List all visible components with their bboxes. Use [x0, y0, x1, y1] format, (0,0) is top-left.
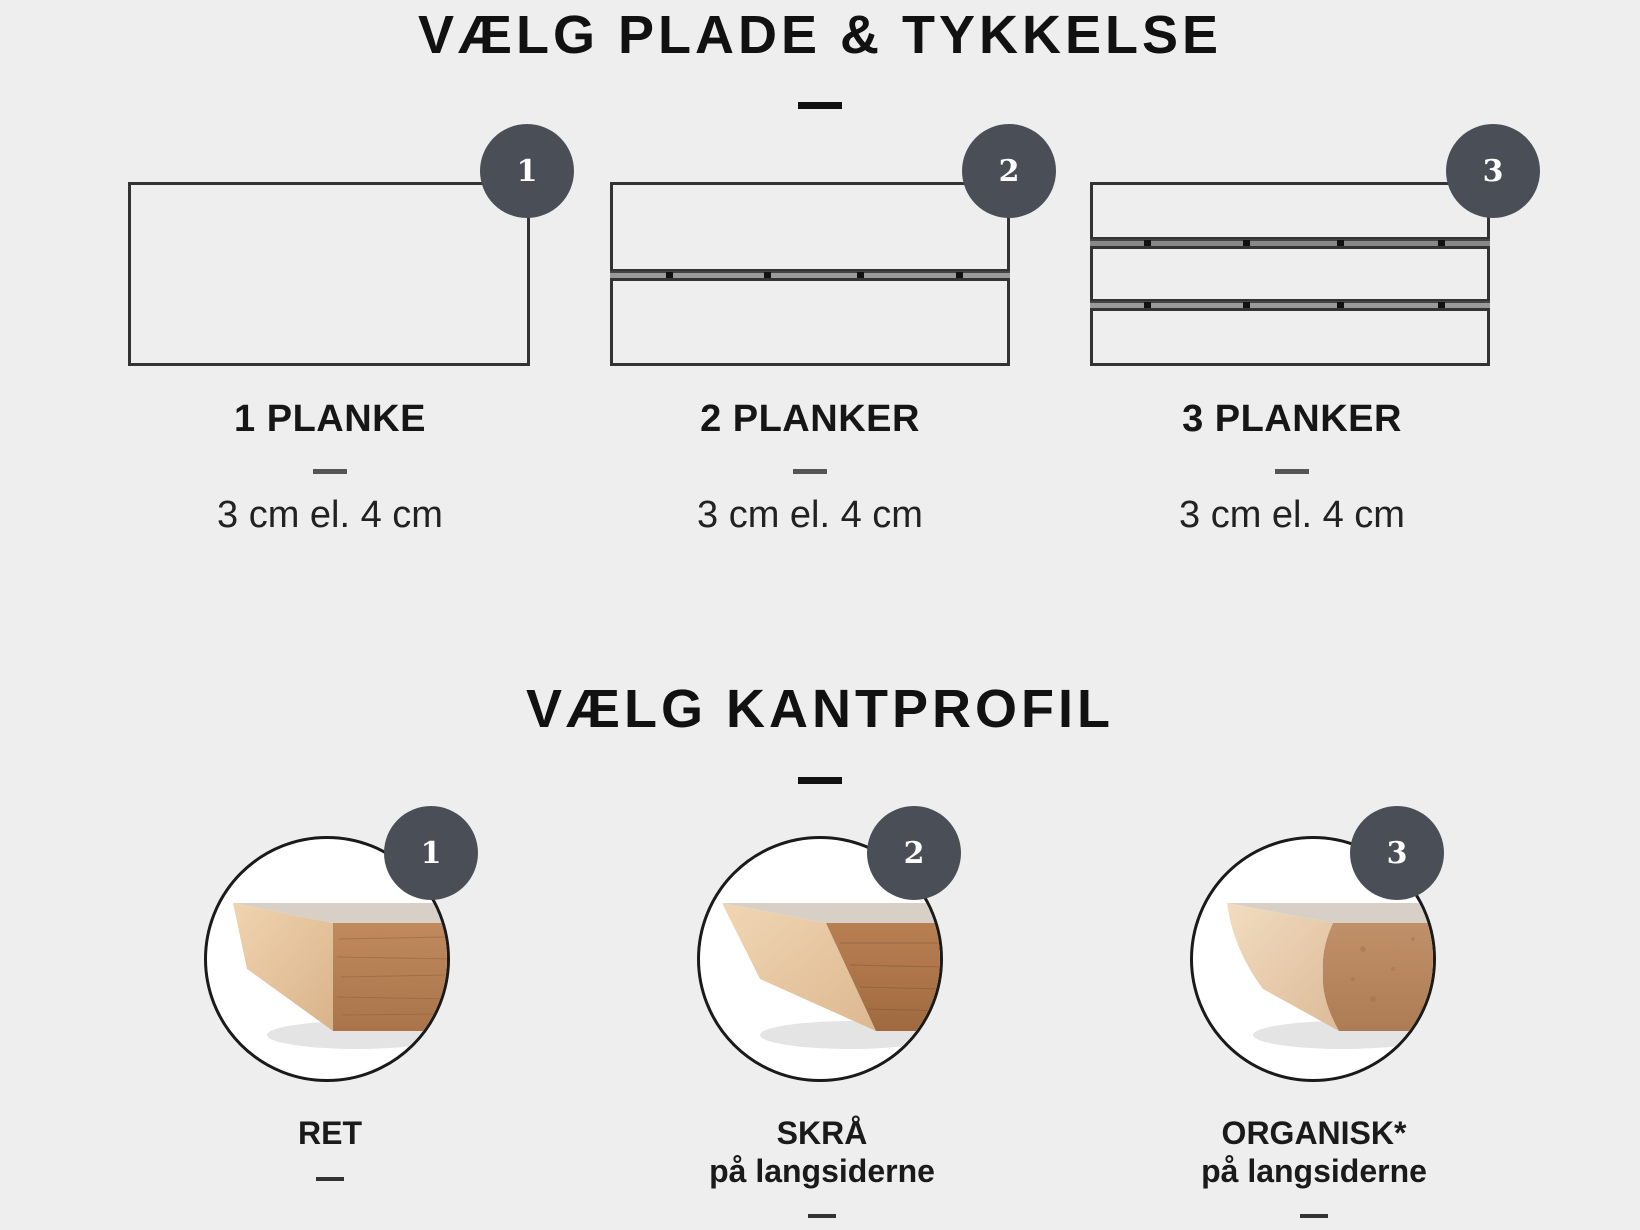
edge-option-1[interactable]: 1: [204, 806, 478, 1086]
edge-option-sub: på langsiderne: [709, 1153, 935, 1189]
plate-option-thickness: 3 cm el. 4 cm: [697, 494, 923, 536]
title-divider: [798, 777, 842, 784]
label-divider: [808, 1214, 836, 1218]
label-divider: [316, 1177, 344, 1181]
edge-option-3[interactable]: 3: [1190, 806, 1450, 1086]
number-badge: 3: [1350, 806, 1444, 900]
beveled-edge-wood-icon: [722, 903, 940, 1049]
label-divider: [1300, 1214, 1328, 1218]
plate-option-thickness: 3 cm el. 4 cm: [217, 494, 443, 536]
label-divider: [1275, 469, 1309, 474]
organic-edge-wood-icon: [1227, 903, 1433, 1049]
edge-image-circle: [697, 836, 943, 1082]
edge-option-label: SKRÅ: [776, 1115, 868, 1151]
plate-option-1[interactable]: 1: [128, 120, 588, 370]
plank-diagram-bottom: [1090, 308, 1490, 366]
edge-section-title: VÆLG KANTPROFIL: [526, 679, 1114, 739]
edge-option-label: ORGANISK*: [1221, 1115, 1407, 1151]
number-badge: 1: [384, 806, 478, 900]
plank-diagram: [128, 182, 530, 366]
label-divider: [313, 469, 347, 474]
title-divider: [798, 102, 842, 109]
label-divider: [793, 469, 827, 474]
plank-diagram-top: [1090, 182, 1490, 240]
edge-option-sub: på langsiderne: [1201, 1153, 1427, 1189]
plate-option-thickness: 3 cm el. 4 cm: [1179, 494, 1405, 536]
plate-option-label: 2 PLANKER: [700, 398, 920, 440]
straight-edge-wood-icon: [233, 903, 447, 1049]
plate-option-3[interactable]: 3: [1090, 120, 1550, 370]
plank-diagram-top: [610, 182, 1010, 272]
number-badge: 3: [1446, 124, 1540, 218]
edge-image-circle: [204, 836, 450, 1082]
plank-diagram-middle: [1090, 246, 1490, 302]
edge-option-2[interactable]: 2: [697, 806, 961, 1086]
plate-option-label: 1 PLANKE: [234, 398, 426, 440]
plate-option-2[interactable]: 2: [608, 120, 1068, 370]
number-badge: 1: [480, 124, 574, 218]
plate-option-label: 3 PLANKER: [1182, 398, 1402, 440]
number-badge: 2: [867, 806, 961, 900]
plate-section-title: VÆLG PLADE & TYKKELSE: [417, 5, 1223, 65]
plank-diagram-bottom: [610, 278, 1010, 366]
edge-option-label: RET: [298, 1115, 362, 1151]
number-badge: 2: [962, 124, 1056, 218]
